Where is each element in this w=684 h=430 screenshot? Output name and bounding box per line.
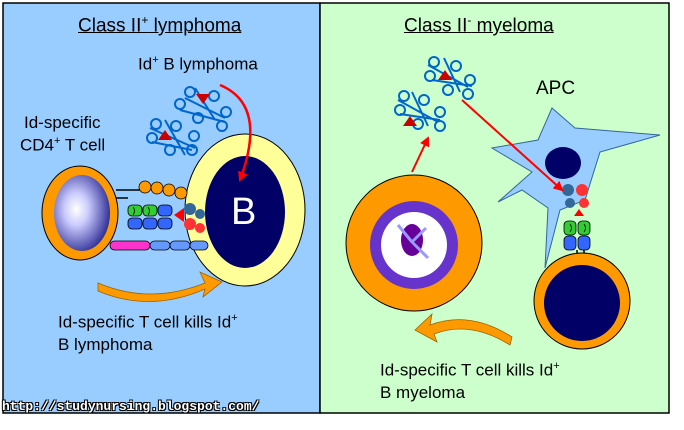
mhc-class-ii (174, 203, 205, 233)
kill-arrow-left (97, 271, 223, 302)
left-caption-line1: Id-specific T cell kills Id+ (58, 312, 238, 332)
secretion-arrow-right (411, 136, 430, 173)
id-antigen-left-2 (158, 130, 172, 140)
t-cell-label-line2: CD4+ T cell (20, 135, 106, 155)
left-caption-line2: B lymphoma (58, 335, 153, 354)
cd4-chain (138, 180, 188, 200)
tcr-complex (127, 204, 173, 230)
t-cell-nucleus (54, 175, 110, 251)
id-molecule-right-2 (394, 90, 446, 132)
b-lymphoma-nucleus (205, 156, 285, 268)
tcr-right (563, 220, 591, 262)
apc-cell (490, 107, 661, 269)
left-panel-title: Class II+ lymphoma (78, 13, 242, 37)
t-cell-label-line1: Id-specific (24, 113, 101, 132)
apc-label: APC (536, 78, 576, 99)
id-molecule-left-2 (146, 118, 200, 156)
uptake-arrow-right (461, 99, 564, 192)
right-caption-line2: B myeloma (380, 383, 466, 402)
apc-nucleus (545, 147, 581, 179)
right-caption-line1: Id-specific T cell kills Id+ (380, 360, 560, 380)
id-molecule-left-1 (174, 86, 232, 132)
watermark-url: http://studynursing.blogspot.com/ (2, 399, 260, 414)
right-panel-title: Class II- myeloma (404, 13, 554, 37)
id-antigen-right-1 (438, 70, 452, 80)
kill-arrow-right (414, 312, 513, 346)
t-cell-right-nucleus (544, 265, 620, 341)
secretion-arrow-left (219, 83, 252, 182)
apc-mhc (562, 184, 589, 216)
b-cell-letter: B (231, 191, 257, 233)
adhesion-molecules (109, 240, 209, 251)
id-b-lymphoma-label: Id+ B lymphoma (138, 54, 258, 74)
id-antigen-right-2 (403, 116, 417, 126)
id-antigen-left-1 (196, 94, 210, 104)
